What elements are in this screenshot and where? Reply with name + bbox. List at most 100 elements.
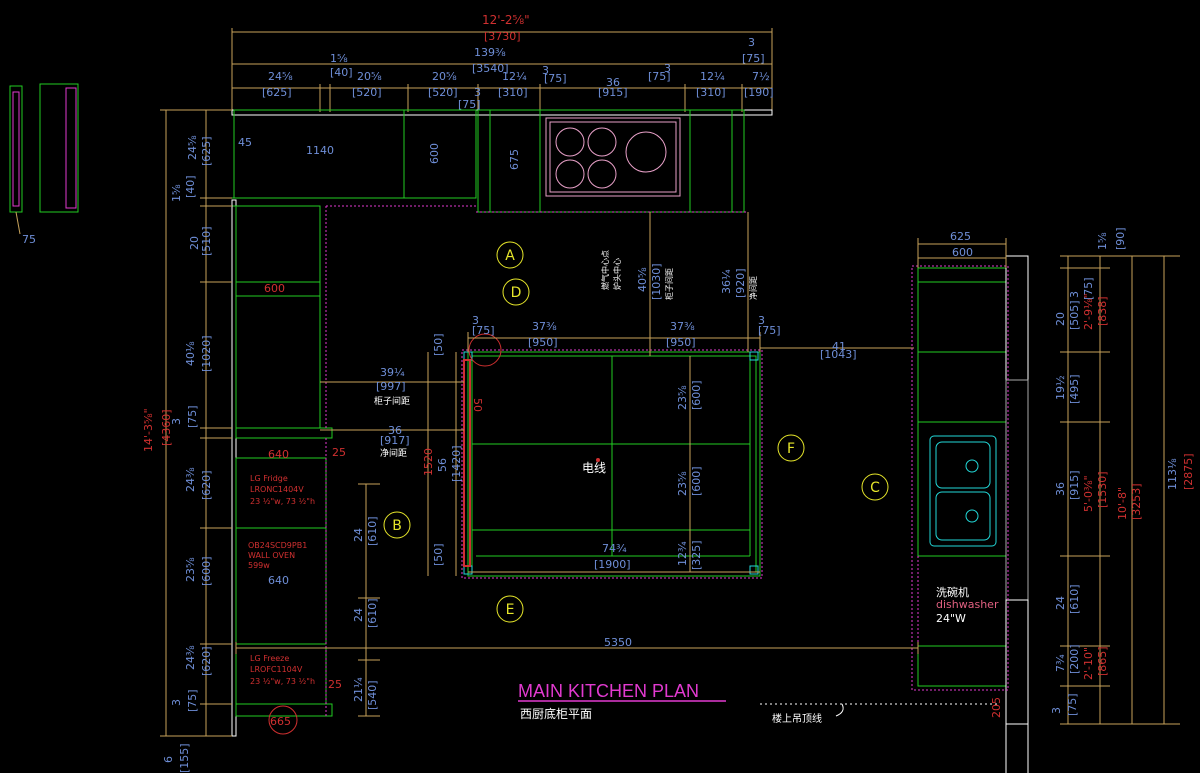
view-marker-letter: B — [392, 518, 402, 534]
island-dim-23a: 23⅝ — [676, 385, 689, 410]
revision-cloud — [268, 705, 298, 735]
dim-36-mm: [915] — [598, 86, 628, 99]
cooktop-note-1: 燃气中心点 — [600, 250, 610, 290]
left-dim-6-mm: [155] — [178, 743, 191, 773]
dishwasher-width: 24"W — [936, 612, 966, 625]
view-marker-e: E — [496, 595, 524, 623]
bottom-dimension — [235, 642, 919, 654]
fridge-label: LG Fridge — [250, 474, 288, 483]
dim-139: 139⅜ — [474, 46, 506, 59]
island-outline — [461, 349, 763, 579]
left-dimension-lines — [160, 109, 380, 737]
island-dim-23b-mm: [600] — [690, 466, 703, 496]
left-dim-24c: 24⅜ — [184, 645, 197, 670]
right-dim-3: 3 — [1068, 291, 1081, 298]
drawing-subtitle: 西厨底柜平面 — [520, 706, 592, 721]
dim-600-red: 600 — [264, 282, 285, 295]
view-marker-d: D — [502, 278, 530, 306]
left2-dim-21-mm: [540] — [366, 680, 379, 710]
left-dim-3b: 3 — [170, 699, 183, 706]
island-dim-40-mm: [1030] — [650, 263, 663, 300]
right-dimension-texts: 1⅝ [90] 20 [505] 3 [75] 2'-9⅛" [838] 19½… — [1050, 227, 1195, 716]
view-marker-circle — [777, 434, 805, 462]
right-dim-113: 113⅛ — [1166, 458, 1179, 490]
left-dim-3: 3 — [170, 418, 183, 425]
left2-dim-21: 21¼ — [352, 677, 365, 702]
island-dim-41: 41 — [832, 340, 846, 353]
island-gap-label: 柜子间距 — [374, 395, 410, 407]
dim-139-mm: [3540] — [472, 62, 509, 75]
right-dim-113-mm: [2875] — [1182, 453, 1195, 490]
dim-640-b: 640 — [268, 574, 289, 587]
fridge-size: 23 ½"w, 73 ½"h — [250, 497, 315, 506]
overall-width-mm: [3730] — [484, 30, 521, 43]
island-dim-50b: [50] — [432, 543, 445, 566]
right-dim-36-mm: [915] — [1068, 470, 1081, 500]
top-cabinets — [231, 109, 773, 213]
top-dimension-lines — [231, 28, 773, 112]
island-dim-12: 12¾ — [676, 541, 689, 566]
left-dim-15-mm: [40] — [184, 175, 197, 198]
view-marker-letter: C — [870, 480, 880, 496]
right-dim-3b-mm: [75] — [1066, 693, 1079, 716]
dim-3a-mm: [75] — [458, 98, 481, 111]
view-marker-letter: E — [506, 602, 515, 618]
island-dim-375b: 37⅜ — [670, 320, 695, 333]
view-marker-a: A — [496, 241, 524, 269]
clear-gap-label: 净间距 — [380, 447, 407, 459]
left-dim-23-mm: [600] — [200, 556, 213, 586]
view-marker-letter: D — [511, 285, 522, 301]
right-dim-15-mm: [90] — [1114, 227, 1127, 250]
view-marker-b: B — [383, 511, 411, 539]
dim-25-b: 25 — [328, 678, 342, 691]
island-dim-36v-mm: [920] — [734, 268, 747, 298]
left-dim-24b-mm: [620] — [200, 470, 213, 500]
view-marker-circle — [383, 511, 411, 539]
island-dim-3b: 3 — [758, 314, 765, 327]
island-dim-12-mm: [325] — [690, 540, 703, 570]
dim-45: 45 — [238, 136, 252, 149]
right-wall — [1005, 255, 1029, 773]
view-marker-circle — [496, 241, 524, 269]
island-dim-56-mm: [1420] — [450, 445, 463, 482]
island-dim-36h: 36 — [388, 424, 402, 437]
dim-205: 205 — [990, 697, 1003, 718]
right-dim-20-mm: [505] — [1068, 300, 1081, 330]
left-dim-40: 40⅛ — [184, 341, 197, 366]
freezer-size: 23 ½"w, 73 ½"h — [250, 677, 315, 686]
dim-665: 665 — [270, 715, 291, 728]
left-dim-6: 6 — [162, 756, 175, 763]
island-dim-23a-mm: [600] — [690, 380, 703, 410]
view-marker-letter: A — [505, 248, 515, 264]
island-dim-74: 74¾ — [602, 542, 627, 555]
island-dim-74-mm: [1900] — [594, 558, 631, 571]
freezer-model: LROFC1104V — [250, 665, 303, 674]
right-dim-19: 19½ — [1054, 375, 1067, 400]
right-dim-19-mm: [495] — [1068, 374, 1081, 404]
left-dim-40-mm: [1020] — [200, 335, 213, 372]
dim-3b-mm: [75] — [544, 72, 567, 85]
island-dim-36v: 36¼ — [720, 269, 733, 294]
dim-3c-mm: [75] — [648, 70, 671, 83]
dishwasher-en: dishwasher — [936, 598, 999, 611]
side-panel-detail — [9, 83, 79, 235]
right-dim-36: 36 — [1054, 482, 1067, 496]
right-dim-7-mm: [200] — [1068, 644, 1081, 674]
right-dim-15: 1⅝ — [1096, 232, 1109, 250]
hood-note-2: 净间距 — [748, 276, 758, 300]
island-dim-50a: [50] — [432, 333, 445, 356]
dim-600-right: 600 — [952, 246, 973, 259]
dim-625: 625 — [950, 230, 971, 243]
ceiling-leader — [835, 703, 844, 717]
dim-3a: 3 — [474, 86, 481, 99]
dim-205b-mm: [520] — [428, 86, 458, 99]
island-dim-39: 39¼ — [380, 366, 405, 379]
dim-36: 36 — [606, 76, 620, 89]
dim-75: 7½ — [752, 70, 770, 83]
right-dim-5-0: 5'-0⅜" — [1082, 475, 1095, 512]
hood-note-1: 柜子间距 — [664, 268, 674, 300]
left-dimension-texts: 24⅝ [625] 1⅝ [40] 20 [510] 40⅛ [1020] 3 … — [142, 135, 379, 773]
right-dim-2-9-mm: [838] — [1096, 296, 1109, 326]
dim-5350: 5350 — [604, 636, 632, 649]
